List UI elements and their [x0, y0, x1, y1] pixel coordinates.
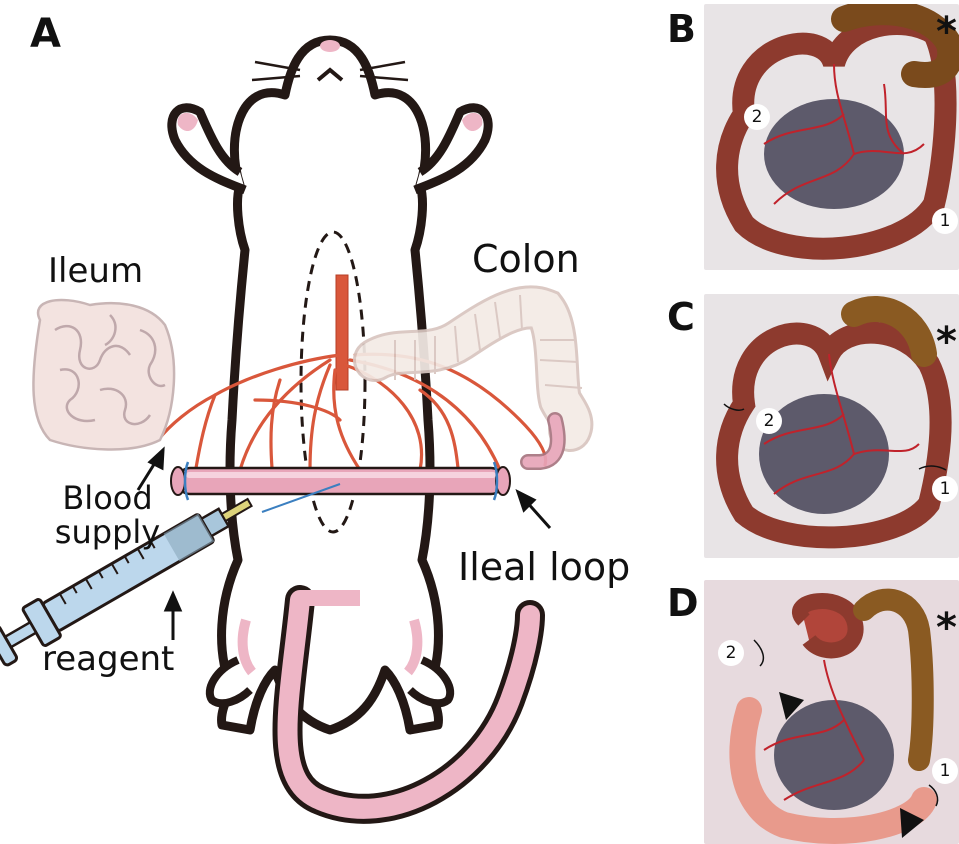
label-blood-supply: Blood supply	[40, 482, 175, 549]
site-marker-2: 2	[756, 408, 782, 434]
rat-schematic	[0, 0, 660, 844]
photo-panel-b: 2 1 *	[704, 4, 959, 270]
colon-asterisk: *	[936, 608, 957, 648]
panel-label-d: D	[667, 584, 699, 622]
photo-panel-c: 2 1 *	[704, 294, 959, 558]
label-colon: Colon	[472, 240, 580, 280]
site-marker-1: 1	[932, 758, 958, 784]
site-marker-1: 1	[932, 476, 958, 502]
site-marker-1: 1	[932, 208, 958, 234]
ileum-illustration	[33, 300, 174, 449]
panel-label-b: B	[667, 10, 696, 48]
site-marker-2: 2	[744, 104, 770, 130]
aorta	[336, 275, 348, 390]
panel-label-c: C	[667, 298, 695, 336]
rat-body	[172, 40, 488, 730]
site-marker-2: 2	[718, 640, 744, 666]
ileal-loop-illustration	[171, 462, 510, 500]
colon-asterisk: *	[936, 12, 957, 52]
label-ileum: Ileum	[48, 254, 143, 290]
photo-panel-d: 2 1 *	[704, 580, 959, 844]
label-reagent: reagent	[42, 642, 174, 678]
label-ileal-loop: Ileal loop	[458, 548, 630, 588]
colon-asterisk: *	[936, 322, 957, 362]
